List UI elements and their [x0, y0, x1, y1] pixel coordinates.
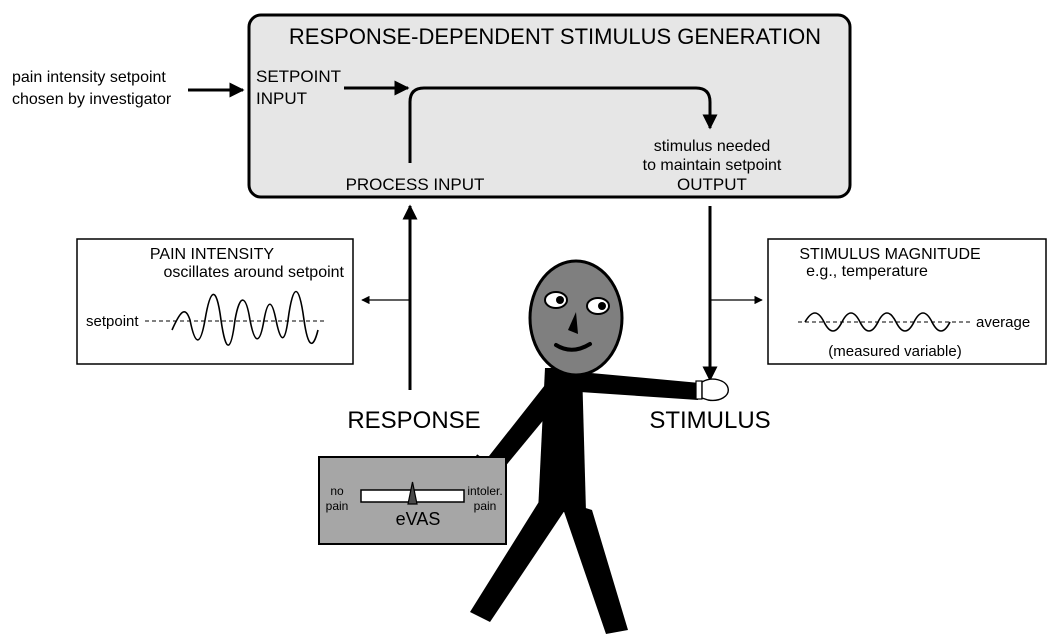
pain-panel-subtitle: oscillates around setpoint — [163, 264, 344, 281]
output-label-3: OUTPUT — [677, 175, 747, 194]
controller-title: RESPONSE-DEPENDENT STIMULUS GENERATION — [289, 24, 821, 49]
figure-nose — [568, 312, 578, 334]
stimulus-panel-footnote: (measured variable) — [828, 343, 961, 360]
evas-right-label-1: intoler. — [467, 484, 502, 498]
figure-right-leg — [560, 500, 628, 634]
controller-box: RESPONSE-DEPENDENT STIMULUS GENERATION S… — [247, 13, 852, 199]
evas-slider-thumb[interactable] — [407, 481, 418, 505]
evas-left-label-1: no — [330, 484, 344, 498]
stimulus-oscillation-trace — [804, 312, 951, 332]
stick-figure — [428, 259, 729, 634]
evas-right-label-2: pain — [474, 499, 497, 513]
stimulus-magnitude-panel: STIMULUS MAGNITUDE e.g., temperature ave… — [767, 238, 1047, 365]
evas-device-body — [318, 456, 507, 545]
figure-left-leg — [470, 500, 565, 622]
figure-torso — [538, 368, 586, 512]
setpoint-input-label-1: SETPOINT — [256, 67, 341, 86]
pain-panel-frame — [76, 238, 354, 365]
evas-left-label-2: pain — [326, 499, 349, 513]
pain-panel-title: PAIN INTENSITY — [150, 246, 274, 263]
stimulus-panel-title: STIMULUS MAGNITUDE — [799, 246, 980, 263]
evas-device-label: eVAS — [396, 509, 441, 529]
output-label-1: stimulus needed — [654, 138, 771, 155]
figure-right-arm — [580, 372, 700, 400]
stimulus-average-label: average — [976, 314, 1030, 331]
figure-right-hand-icon — [701, 378, 729, 402]
pain-intensity-panel: PAIN INTENSITY oscillates around setpoin… — [76, 238, 354, 365]
process-input-label: PROCESS INPUT — [346, 175, 485, 194]
figure-left-pupil — [556, 296, 564, 304]
external-input: pain intensity setpoint chosen by invest… — [12, 69, 245, 108]
pain-panel-setpoint-label: setpoint — [86, 313, 139, 330]
setpoint-input-label-2: INPUT — [256, 89, 307, 108]
external-input-label-2: chosen by investigator — [12, 91, 172, 108]
stimulus-label: STIMULUS — [649, 407, 770, 434]
figure-right-cuff — [695, 380, 703, 400]
external-input-label-1: pain intensity setpoint — [12, 69, 166, 86]
pain-oscillation-trace — [171, 290, 319, 346]
evas-device: no pain intoler. pain eVAS — [318, 456, 507, 545]
figure-mouth — [554, 342, 592, 352]
response-label: RESPONSE — [347, 407, 480, 434]
figure-right-pupil — [598, 302, 606, 310]
process-path-arrow — [408, 86, 718, 163]
output-label-2: to maintain setpoint — [643, 157, 782, 174]
stimulus-panel-subtitle: e.g., temperature — [806, 263, 928, 280]
controller-box-frame — [247, 13, 852, 199]
stimulus-panel-frame — [767, 238, 1047, 365]
